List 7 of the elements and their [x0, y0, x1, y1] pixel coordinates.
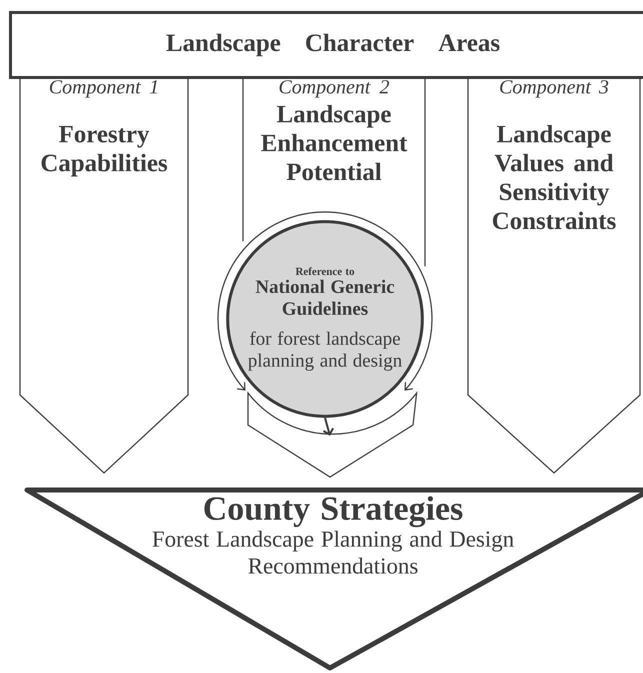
- strategy-triangle: County Strategies Forest Landscape Planning and Design Recommendations: [24, 488, 643, 670]
- chevron-shape: [247, 392, 418, 478]
- component-column: Component 2 Landscape Enhancement Potential: [242, 76, 426, 267]
- arrow: [322, 418, 334, 436]
- title-box: Landscape Character Areas: [9, 11, 643, 79]
- component-column: Component 1 Forestry Capabilities: [19, 77, 189, 474]
- component-column: Component 3 Landscape Values and Sensitivity Constraints: [467, 77, 641, 474]
